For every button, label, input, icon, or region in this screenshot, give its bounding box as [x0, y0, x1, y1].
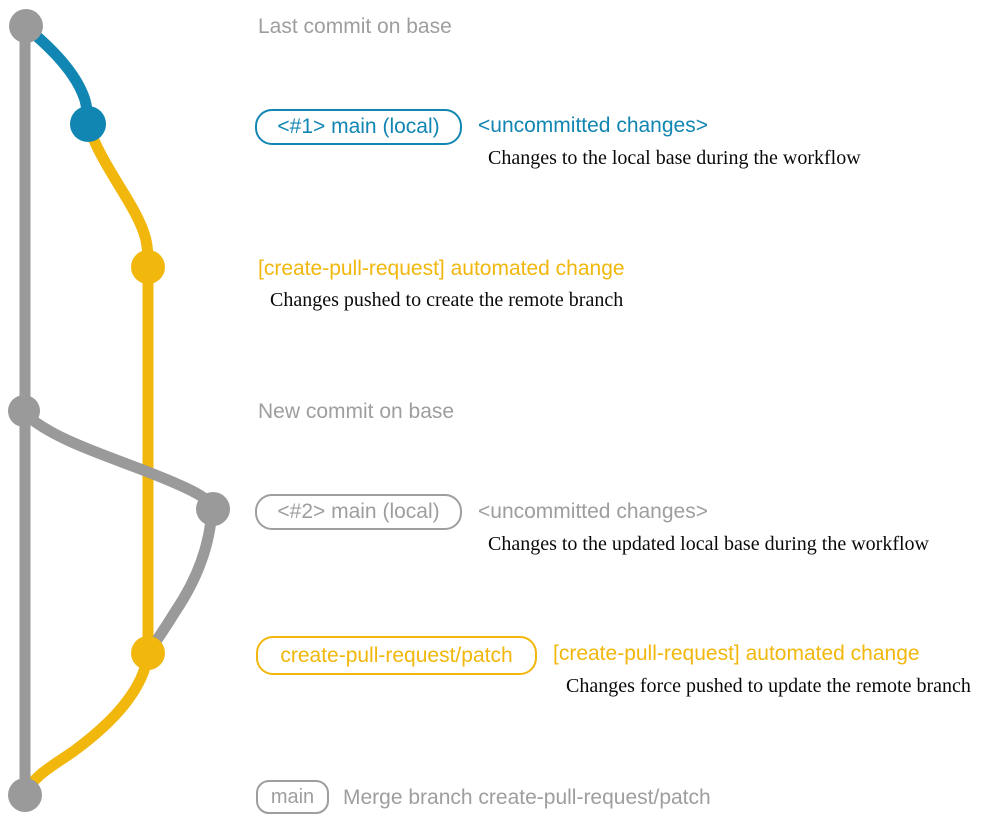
commit-dot-uncommitted-changes-1	[70, 106, 106, 142]
commit-dot-uncommitted-changes-2	[196, 492, 230, 526]
description-uncommitted-changes-1: Changes to the local base during the wor…	[488, 147, 861, 169]
branch-badge-main-local-2: <#2> main (local)	[255, 494, 462, 530]
branch-curve-gray-into-patch	[144, 503, 218, 656]
description-automated-change-1: Changes pushed to create the remote bran…	[270, 289, 624, 311]
branch-curve-yellow-merge-to-base	[20, 647, 154, 799]
branch-curve-yellow-from-main	[82, 118, 154, 273]
branch-curve-gray-base-update	[18, 407, 217, 512]
commit-dot-new-commit-on-base	[8, 395, 40, 427]
description-automated-change-2: Changes force pushed to update the remot…	[566, 675, 971, 697]
branch-badge-main: main	[256, 780, 329, 814]
commit-dot-automated-change-1	[131, 250, 165, 284]
label-automated-change-2: [create-pull-request] automated change	[553, 642, 920, 665]
commit-dot-merge-commit	[8, 778, 42, 812]
branch-badge-create-pull-request-patch: create-pull-request/patch	[256, 636, 537, 675]
label-automated-change-1: [create-pull-request] automated change	[258, 257, 625, 280]
label-uncommitted-changes-2: <uncommitted changes>	[478, 500, 708, 523]
description-uncommitted-changes-2: Changes to the updated local base during…	[488, 533, 929, 555]
label-uncommitted-changes-1: <uncommitted changes>	[478, 114, 708, 137]
commit-dot-automated-change-2	[131, 636, 165, 670]
commit-dot-last-commit-on-base	[9, 9, 43, 43]
branch-badge-main-local-1: <#1> main (local)	[255, 109, 462, 145]
heading-new-commit-on-base: New commit on base	[258, 400, 455, 423]
heading-last-commit-on-base: Last commit on base	[258, 15, 452, 38]
label-merge-branch: Merge branch create-pull-request/patch	[343, 786, 711, 809]
